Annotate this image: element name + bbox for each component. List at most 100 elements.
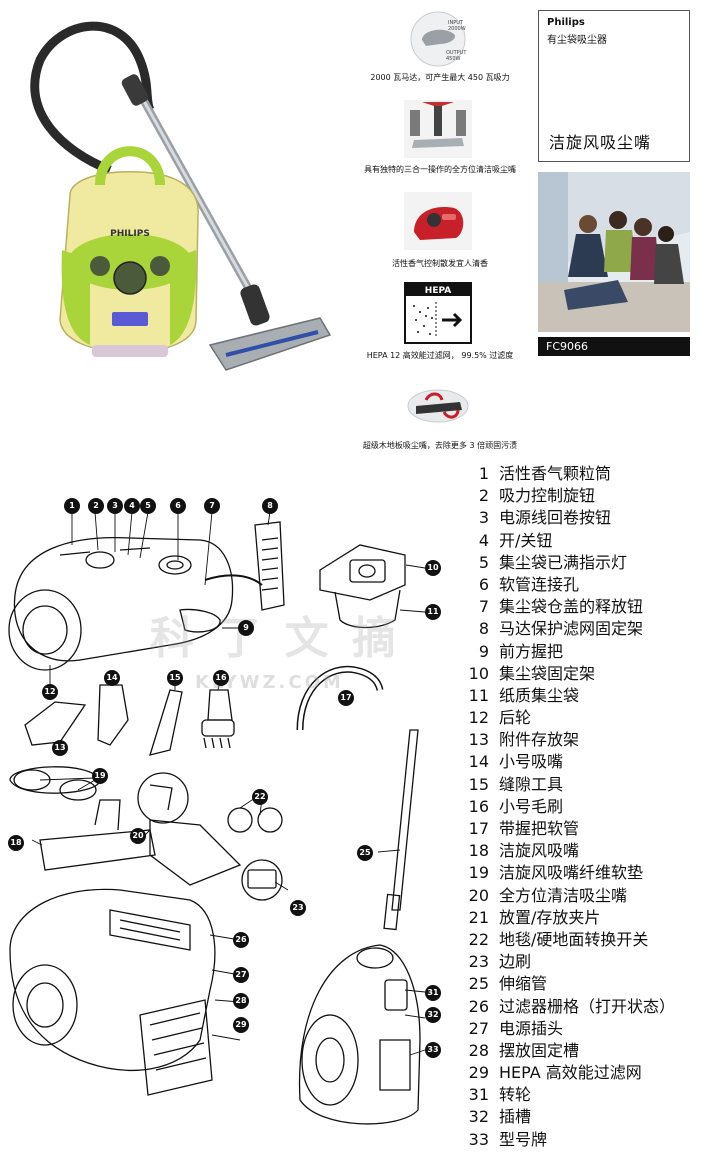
- callout-31: 31: [425, 985, 441, 1001]
- callout-1: 1: [64, 498, 80, 514]
- callout-20: 20: [130, 828, 146, 844]
- part-row: 16 小号毛刷: [455, 796, 708, 818]
- part-row: 8 马达保护滤网固定架: [455, 618, 708, 640]
- svg-text:450W: 450W: [446, 56, 461, 62]
- callout-14: 14: [104, 670, 120, 686]
- part-label: 型号牌: [499, 1129, 548, 1149]
- card-product-type: 有尘袋吸尘器: [547, 35, 607, 46]
- product-photo: PHILIPS: [30, 21, 332, 371]
- part-number: 18: [468, 841, 489, 861]
- part-number: 9: [478, 641, 489, 661]
- main-body-drawing: [8, 536, 263, 671]
- part-label: HEPA 高效能过滤网: [499, 1063, 642, 1083]
- part-number: 5: [478, 552, 489, 572]
- feature-caption: 具有独特的三合一操作的全方位清洁吸尘嘴: [364, 165, 516, 174]
- part-label: 洁旋风吸嘴: [499, 841, 580, 861]
- part-label: 插槽: [499, 1107, 532, 1127]
- card-feature-title: 洁旋风吸尘嘴: [549, 133, 652, 152]
- part-label: 马达保护滤网固定架: [499, 619, 644, 639]
- part-number: 17: [468, 819, 489, 838]
- part-label: 过滤器栅格（打开状态）: [499, 996, 676, 1016]
- part-row: 32 插槽: [455, 1106, 708, 1128]
- lifestyle-photo: [538, 172, 690, 332]
- callout-32: 32: [425, 1007, 441, 1023]
- part-number: 27: [468, 1018, 489, 1038]
- part-number: 32: [468, 1107, 489, 1127]
- rear-view-drawing: [9, 888, 216, 1096]
- part-number: 7: [478, 597, 489, 617]
- part-number: 6: [478, 574, 489, 594]
- part-number: 4: [478, 530, 489, 550]
- watermark: 科 了 文 摘: [150, 613, 400, 664]
- callout-15: 15: [167, 670, 183, 686]
- callout-3: 3: [107, 498, 123, 514]
- part-number: 1: [478, 464, 489, 483]
- part-label: 缝隙工具: [499, 774, 564, 794]
- callout-23: 23: [290, 900, 306, 916]
- callout-12: 12: [42, 684, 58, 700]
- part-number: 11: [468, 685, 489, 705]
- callout-29: 29: [233, 1017, 249, 1033]
- part-label: 全方位清洁吸尘嘴: [499, 885, 628, 905]
- standing-view-drawing: [298, 944, 421, 1125]
- part-label: 小号吸嘴: [499, 752, 564, 772]
- filter-holder-drawing: [254, 521, 285, 611]
- part-label: 边刷: [499, 952, 532, 972]
- model-bar: FC9066: [538, 337, 690, 356]
- part-row: 26 过滤器栅格（打开状态）: [455, 996, 708, 1018]
- feature-caption: 2000 瓦马达，可产生最大 450 瓦吸力: [370, 73, 510, 82]
- svg-text:OUTPUT: OUTPUT: [446, 50, 467, 56]
- callout-33: 33: [425, 1042, 441, 1058]
- part-number: 31: [468, 1085, 489, 1105]
- part-number: 33: [468, 1129, 489, 1149]
- part-number: 16: [468, 796, 489, 816]
- scent-capsule-icon: [404, 192, 472, 250]
- part-label: 集尘袋仓盖的释放钮: [499, 597, 644, 617]
- part-number: 3: [478, 508, 489, 528]
- part-label: 附件存放架: [499, 730, 580, 750]
- callout-5: 5: [140, 498, 156, 514]
- callout-18: 18: [8, 835, 24, 851]
- callout-11: 11: [425, 604, 441, 620]
- wand-grip: [121, 74, 149, 106]
- part-number: 26: [468, 996, 489, 1016]
- part-number: 28: [468, 1040, 489, 1060]
- parts-diagram: [8, 511, 426, 1125]
- part-row: 18 洁旋风吸嘴: [455, 840, 708, 862]
- suction-knob: [113, 261, 147, 295]
- part-row: 33 型号牌: [455, 1129, 708, 1151]
- cyclone-nozzle-drawing: [9, 766, 156, 871]
- three-in-one-nozzle-icon: [404, 100, 472, 158]
- part-row: 29 HEPA 高效能过滤网: [455, 1062, 708, 1084]
- svg-text:INPUT: INPUT: [448, 20, 464, 26]
- part-label: 吸力控制旋钮: [499, 486, 596, 506]
- hose: [30, 21, 155, 175]
- part-label: 小号毛刷: [499, 796, 564, 816]
- part-number: 8: [478, 619, 489, 639]
- feature-caption: 超级木地板吸尘嘴，去除更多 3 倍顽固污渍: [362, 441, 518, 450]
- callout-6: 6: [170, 498, 186, 514]
- svg-text:2000W: 2000W: [448, 26, 466, 32]
- part-label: 电源线回卷按钮: [499, 508, 612, 528]
- part-number: 12: [468, 708, 489, 728]
- part-number: 10: [468, 663, 489, 683]
- part-number: 20: [468, 885, 489, 905]
- callout-28: 28: [233, 993, 249, 1009]
- callout-17: 17: [338, 690, 354, 706]
- info-card: Philips 有尘袋吸尘器 洁旋风吸尘嘴: [538, 10, 690, 162]
- card-brand: Philips: [547, 17, 585, 28]
- part-label: 放置/存放夹片: [499, 907, 601, 927]
- part-number: 29: [468, 1063, 489, 1083]
- callout-22: 22: [252, 789, 268, 805]
- accessory-tools-drawing: [24, 684, 235, 756]
